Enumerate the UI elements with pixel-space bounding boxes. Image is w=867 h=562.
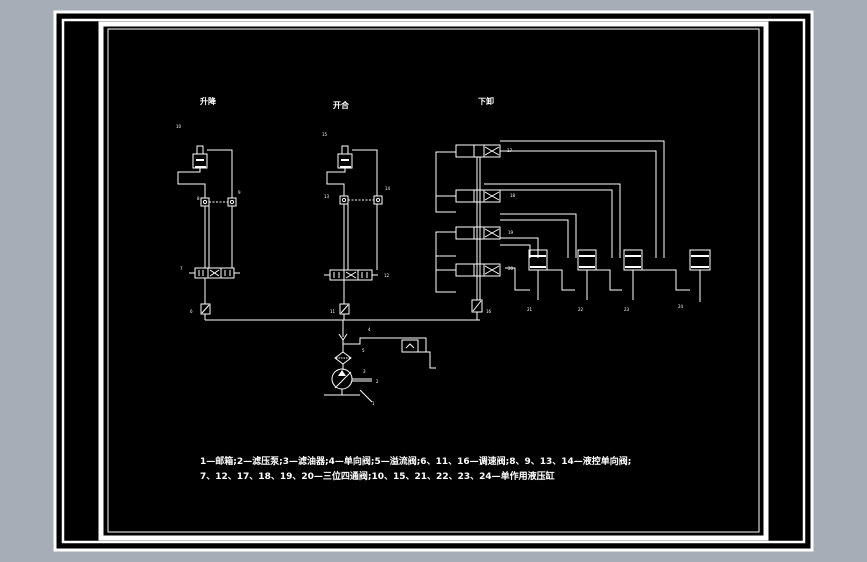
circuit-right (435, 140, 711, 320)
circuit-left (177, 145, 240, 320)
svg-text:22: 22 (578, 307, 584, 312)
title-right: 下卸 (478, 96, 494, 106)
legend-line-2: 7、12、17、18、19、20—三位四通阀;10、15、21、22、23、24… (200, 470, 555, 482)
svg-text:2: 2 (376, 379, 379, 384)
svg-text:21: 21 (527, 307, 533, 312)
svg-text:12: 12 (384, 273, 390, 278)
svg-text:14: 14 (385, 186, 391, 191)
svg-text:10: 10 (176, 124, 182, 129)
directional-valve-17 (455, 144, 501, 158)
drawing-area (107, 28, 760, 533)
svg-text:7: 7 (180, 266, 183, 271)
svg-text:16: 16 (486, 309, 492, 314)
svg-text:15: 15 (322, 132, 328, 137)
svg-text:23: 23 (624, 307, 630, 312)
svg-text:3: 3 (363, 369, 366, 374)
title-frame-white (98, 21, 769, 541)
cylinder-24 (689, 249, 711, 302)
legend-line-1: 1—邮箱;2—滤压泵;3—滤油器;4—单向阀;5—溢流阀;6、11、16—调速阀… (200, 455, 631, 467)
svg-text:5: 5 (362, 348, 365, 353)
cylinder-23 (623, 249, 643, 300)
relief-valve-5 (401, 339, 419, 353)
svg-text:6: 6 (190, 309, 193, 314)
svg-text:18: 18 (510, 193, 516, 198)
supply-circuit (205, 319, 480, 403)
inner-frame-outline (61, 18, 806, 544)
title-left: 升降 (200, 96, 217, 106)
svg-text:9: 9 (238, 190, 241, 195)
svg-text:13: 13 (324, 194, 330, 199)
cylinder-22 (577, 249, 597, 300)
svg-text:1: 1 (372, 401, 375, 406)
svg-text:19: 19 (508, 230, 514, 235)
cylinder-21 (528, 249, 548, 300)
directional-valve-19 (455, 226, 501, 240)
svg-text:4: 4 (368, 327, 371, 332)
svg-text:20: 20 (508, 266, 514, 271)
title-middle: 开合 (333, 100, 350, 110)
svg-text:11: 11 (330, 309, 336, 314)
svg-text:8: 8 (197, 196, 200, 201)
circuit-middle (324, 145, 383, 320)
svg-text:24: 24 (678, 304, 684, 309)
component-number-labels: 10 8 9 7 6 15 13 14 12 11 17 18 19 20 16… (176, 124, 684, 406)
svg-text:17: 17 (507, 148, 513, 153)
